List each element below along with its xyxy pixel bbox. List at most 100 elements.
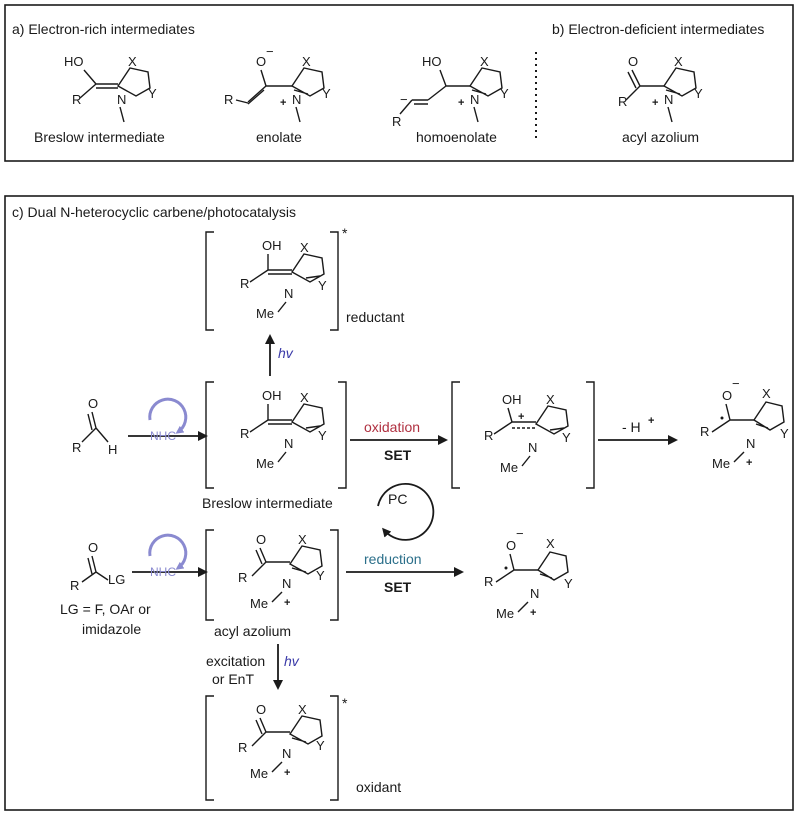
svg-text:R: R — [484, 428, 493, 443]
label-homoenolate: homoenolate — [416, 129, 497, 145]
svg-text:+: + — [518, 411, 524, 423]
aldehyde-structure: O R H — [72, 396, 117, 457]
ketyl-radical-middle: O − R X Y N + Me — [484, 526, 573, 621]
svg-text:N: N — [117, 92, 126, 107]
svg-text:+: + — [284, 767, 290, 779]
label-breslow-center: Breslow intermediate — [202, 495, 333, 511]
svg-text:O: O — [256, 54, 266, 69]
svg-text:Y: Y — [318, 428, 327, 443]
svg-text:N: N — [282, 576, 291, 591]
label-acyl-azolium-b: acyl azolium — [622, 129, 699, 145]
svg-text:R: R — [392, 114, 401, 129]
svg-text:X: X — [546, 536, 555, 551]
svg-text:O: O — [506, 538, 516, 553]
label-lg-line2: imidazole — [82, 621, 141, 637]
label-oxidant: oxidant — [356, 779, 401, 795]
label-oxidation: oxidation — [364, 419, 420, 435]
svg-text:Y: Y — [316, 738, 325, 753]
svg-text:Y: Y — [694, 86, 703, 101]
svg-text:Me: Me — [256, 306, 274, 321]
panel-c-title: c) Dual N-heterocyclic carbene/photocata… — [12, 204, 296, 220]
radical-cation-complex: OH + R X Y N Me — [451, 381, 595, 489]
enolate-structure: O − R X Y N + — [224, 44, 331, 123]
svg-text:R: R — [700, 424, 709, 439]
acyl-azolium-complex-center: O R X Y N + Me — [205, 529, 339, 621]
svg-text:OH: OH — [262, 388, 282, 403]
svg-text:X: X — [480, 54, 489, 69]
svg-text:R: R — [224, 92, 233, 107]
nhc-catalytic-circle-bottom: NHC — [148, 533, 188, 579]
svg-text:R: R — [484, 574, 493, 589]
label-ent: or EnT — [212, 671, 254, 687]
svg-text:NHC: NHC — [150, 429, 176, 443]
svg-text:X: X — [546, 392, 555, 407]
svg-text:Me: Me — [496, 606, 514, 621]
svg-text:−: − — [266, 44, 274, 59]
svg-text:N: N — [746, 436, 755, 451]
svg-text:+: + — [746, 457, 752, 469]
svg-text:X: X — [300, 390, 309, 405]
svg-text:HO: HO — [422, 54, 442, 69]
svg-text:Me: Me — [250, 596, 268, 611]
svg-text:N: N — [528, 440, 537, 455]
svg-text:HO: HO — [64, 54, 84, 69]
svg-text:O: O — [628, 54, 638, 69]
svg-text:R: R — [72, 440, 81, 455]
svg-text:O: O — [256, 702, 266, 717]
acyl-azolium-structure-b: O R X Y N + — [618, 54, 703, 123]
svg-text:−: − — [732, 376, 740, 391]
svg-text:O: O — [256, 532, 266, 547]
svg-text:X: X — [300, 240, 309, 255]
breslow-structure-a: HO R X Y N — [64, 54, 157, 123]
excited-breslow-complex: OH R X Y N Me — [205, 231, 339, 331]
svg-text:X: X — [762, 386, 771, 401]
svg-text:Y: Y — [318, 278, 327, 293]
panel-ab-frame — [4, 4, 794, 162]
svg-text:X: X — [302, 54, 311, 69]
label-acyl-azolium-center: acyl azolium — [214, 623, 291, 639]
svg-text:N: N — [292, 92, 301, 107]
svg-text:N: N — [282, 746, 291, 761]
svg-text:R: R — [238, 740, 247, 755]
svg-text:PC: PC — [388, 491, 407, 507]
svg-text:Y: Y — [316, 568, 325, 583]
label-lg-line1: LG = F, OAr or — [60, 601, 151, 617]
svg-text:OH: OH — [262, 238, 282, 253]
excited-acyl-azolium-complex: O R X Y N + Me — [205, 695, 339, 801]
svg-text:R: R — [72, 92, 81, 107]
label-set-oxidation: SET — [384, 447, 412, 463]
label-deprotonation: - H — [622, 419, 641, 435]
svg-text:X: X — [128, 54, 137, 69]
svg-text:R: R — [618, 94, 627, 109]
pc-cycle: PC — [377, 483, 435, 541]
svg-text:R: R — [238, 570, 247, 585]
label-deprotonation-plus: + — [648, 415, 654, 427]
svg-text:R: R — [240, 426, 249, 441]
svg-text:+: + — [280, 97, 286, 109]
svg-text:−: − — [516, 526, 524, 541]
svg-text:O: O — [88, 396, 98, 411]
svg-text:Y: Y — [148, 86, 157, 101]
label-reductant: reductant — [346, 309, 404, 325]
panel-c-frame — [4, 195, 794, 811]
excited-star-top: * — [342, 225, 348, 241]
svg-text:N: N — [284, 286, 293, 301]
homoenolate-structure: HO − R X Y N + — [392, 54, 509, 129]
svg-text:N: N — [284, 436, 293, 451]
label-excitation: excitation — [206, 653, 265, 669]
svg-text:NHC: NHC — [150, 565, 176, 579]
svg-text:N: N — [530, 586, 539, 601]
svg-text:H: H — [108, 442, 117, 457]
svg-text:−: − — [400, 92, 408, 107]
ketyl-radical-top-right: O − R X Y N + Me — [700, 376, 789, 471]
svg-text:+: + — [284, 597, 290, 609]
svg-text:O: O — [88, 540, 98, 555]
svg-text:+: + — [652, 97, 658, 109]
svg-text:R: R — [240, 276, 249, 291]
label-hv-top: hv — [278, 345, 294, 361]
label-reduction: reduction — [364, 551, 422, 567]
svg-text:N: N — [470, 92, 479, 107]
svg-text:Y: Y — [562, 430, 571, 445]
svg-text:X: X — [674, 54, 683, 69]
